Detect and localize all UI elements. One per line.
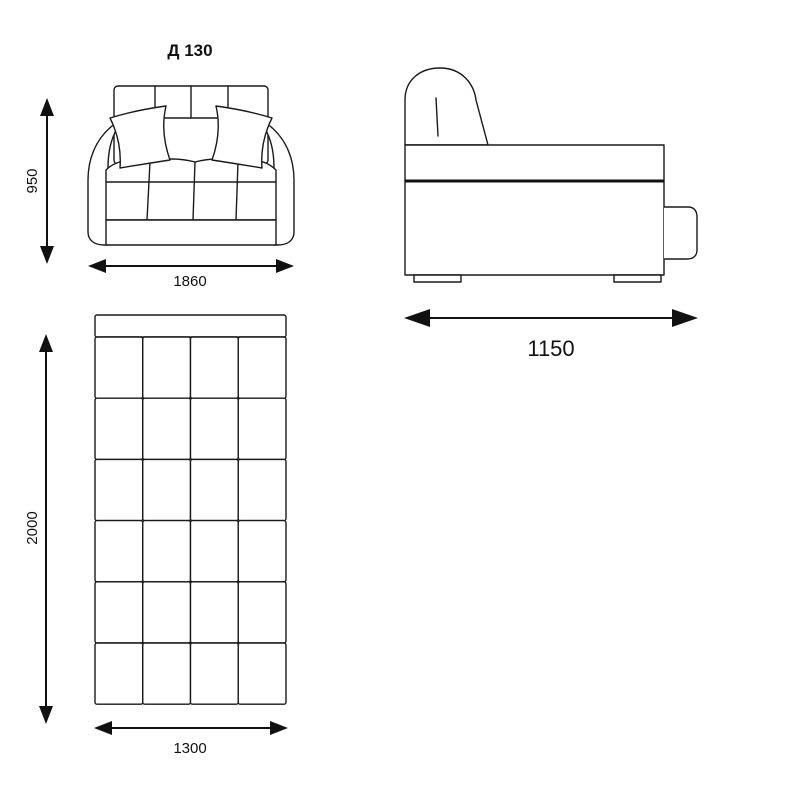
- side-view: [404, 67, 698, 283]
- mattress-tile: [94, 642, 144, 705]
- front-height-label: 950: [24, 168, 41, 193]
- mattress-tile: [189, 642, 239, 705]
- dimension-bed-length: 2000: [24, 334, 53, 724]
- side-body: [404, 144, 665, 276]
- side-backrest: [404, 67, 489, 146]
- left-armrest: [87, 123, 121, 246]
- mattress-tile: [94, 519, 144, 583]
- dimension-front-width: 1860: [88, 259, 294, 290]
- bed-view: [94, 314, 287, 705]
- mattress-tile: [237, 397, 287, 461]
- right-armrest: [261, 123, 295, 246]
- mattress-tile: [237, 458, 287, 522]
- side-handle: [664, 206, 698, 260]
- model-title: Д 130: [167, 41, 212, 60]
- dimension-front-height: 950: [24, 98, 54, 264]
- bed-length-label: 2000: [24, 511, 41, 544]
- mattress-tile: [142, 397, 192, 461]
- bed-back-strip: [94, 314, 287, 338]
- mattress-tile: [189, 581, 239, 644]
- mattress-tile: [189, 519, 239, 583]
- dimension-bed-width: 1300: [94, 721, 288, 757]
- mattress-tile: [94, 458, 144, 522]
- mattress-tile: [94, 397, 144, 461]
- mattress-tile: [237, 519, 287, 583]
- mattress-tile: [142, 642, 192, 705]
- side-foot-right: [613, 274, 662, 283]
- seat-cushion: [105, 158, 277, 221]
- side-foot-left: [413, 274, 462, 283]
- right-pillow: [211, 105, 273, 169]
- front-view: [87, 85, 295, 246]
- mattress-tile: [237, 581, 287, 644]
- mattress-tile: [237, 336, 287, 399]
- bed-width-label: 1300: [173, 740, 206, 757]
- side-depth-label: 1150: [527, 336, 574, 361]
- left-pillow: [109, 105, 171, 169]
- mattress-tile: [237, 642, 287, 705]
- mattress-tile: [142, 519, 192, 583]
- mattress-tile: [94, 581, 144, 644]
- front-base: [105, 219, 277, 246]
- mattress-tile: [94, 336, 144, 399]
- bed-mattress-grid: [94, 336, 287, 705]
- mattress-tile: [142, 458, 192, 522]
- mattress-tile: [189, 336, 239, 399]
- mattress-tile: [189, 397, 239, 461]
- mattress-tile: [189, 458, 239, 522]
- dimension-side-depth: 1150: [404, 309, 698, 361]
- mattress-tile: [142, 581, 192, 644]
- mattress-tile: [142, 336, 192, 399]
- front-width-label: 1860: [173, 273, 206, 290]
